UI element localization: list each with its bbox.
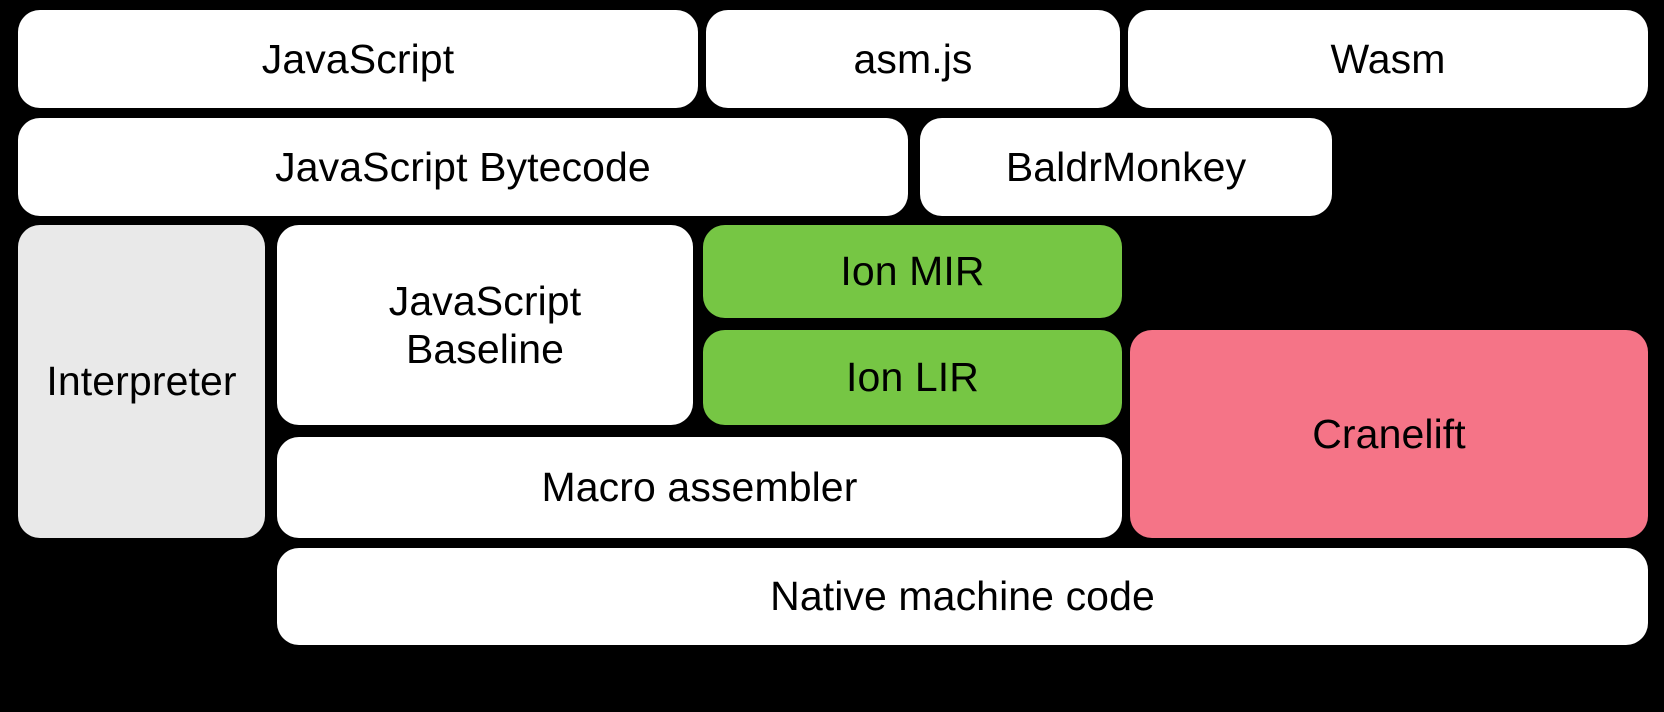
node-native-machine-code: Native machine code (277, 548, 1648, 645)
node-interpreter: Interpreter (18, 225, 265, 538)
node-javascript: JavaScript (18, 10, 698, 108)
node-wasm: Wasm (1128, 10, 1648, 108)
node-javascript-baseline: JavaScript Baseline (277, 225, 693, 425)
node-baldrmonkey: BaldrMonkey (920, 118, 1332, 216)
node-macro-assembler: Macro assembler (277, 437, 1122, 538)
node-ion-mir: Ion MIR (703, 225, 1122, 318)
node-cranelift: Cranelift (1130, 330, 1648, 538)
node-ion-lir: Ion LIR (703, 330, 1122, 425)
node-asmjs: asm.js (706, 10, 1120, 108)
node-javascript-bytecode: JavaScript Bytecode (18, 118, 908, 216)
